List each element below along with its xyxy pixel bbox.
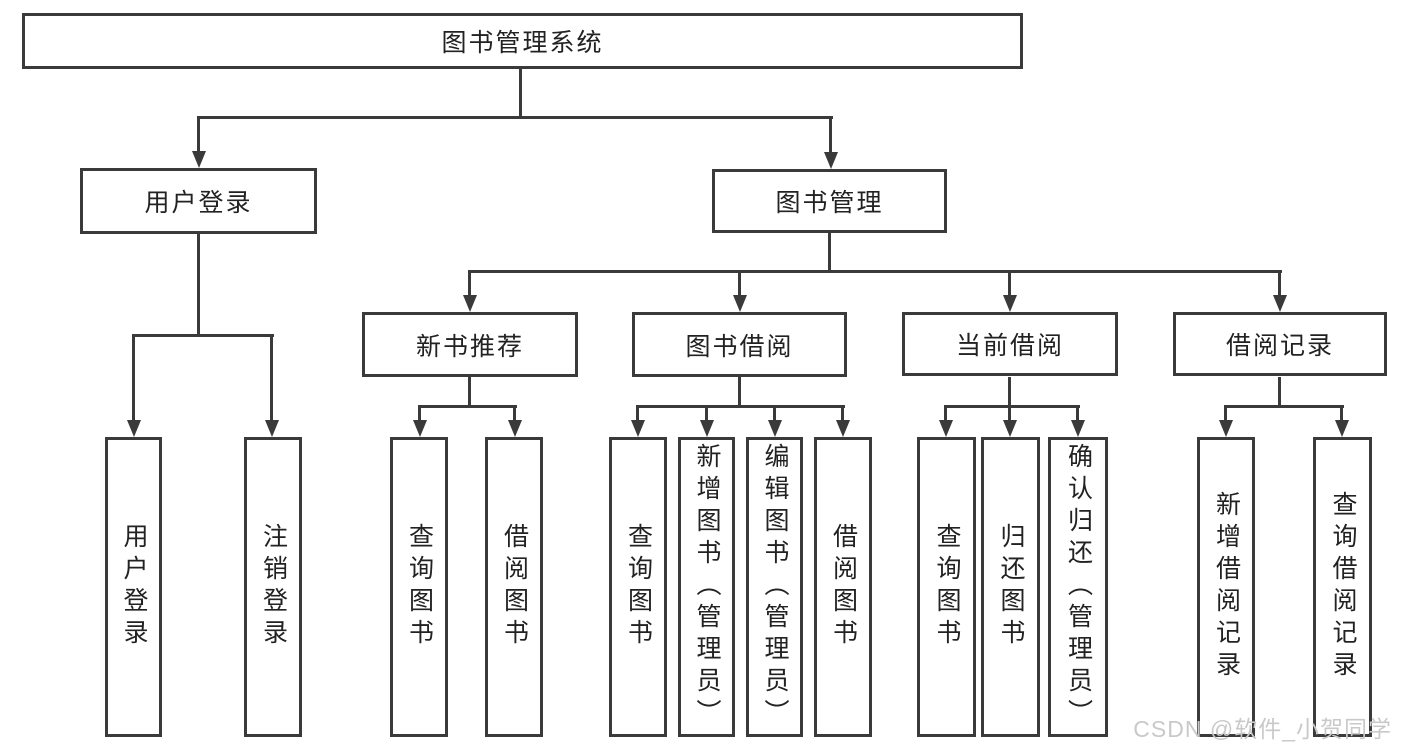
- node-label: 当前借阅: [955, 332, 1064, 360]
- connector-line: [1278, 377, 1281, 407]
- node-library-system: 图书管理系统: [22, 13, 1023, 69]
- connector-line: [468, 377, 471, 407]
- connector-line: [829, 118, 832, 157]
- connector-line: [513, 407, 516, 425]
- connector-line: [738, 377, 741, 407]
- node-book-borrowing: 图书借阅: [632, 312, 847, 377]
- connector-line: [418, 405, 517, 408]
- node-current-borrowing: 当前借阅: [902, 312, 1118, 376]
- arrow-down-icon: [1273, 295, 1287, 312]
- arrow-down-icon: [1003, 420, 1017, 437]
- node-bb-query-books: 查询图书: [609, 437, 667, 737]
- arrow-down-icon: [768, 420, 782, 437]
- node-label: 编辑图书（管理员）: [761, 443, 789, 731]
- node-label: 注销登录: [259, 523, 288, 651]
- connector-line: [1224, 407, 1227, 425]
- connector-line: [636, 407, 639, 425]
- node-label: 用户登录: [144, 189, 253, 217]
- arrow-down-icon: [939, 420, 953, 437]
- arrow-down-icon: [1003, 295, 1017, 312]
- arrow-down-icon: [413, 420, 427, 437]
- node-cb-query-books: 查询图书: [917, 437, 976, 737]
- node-label: 归还图书: [997, 523, 1025, 651]
- node-user-login-leaf: 用户登录: [105, 437, 162, 737]
- connector-line: [1278, 272, 1281, 300]
- node-logout-leaf: 注销登录: [244, 437, 302, 737]
- node-label: 确认归还（管理员）: [1064, 443, 1093, 731]
- node-label: 借阅图书: [500, 523, 529, 651]
- connector-line: [418, 407, 421, 425]
- connector-line: [1224, 405, 1344, 408]
- connector-line: [738, 272, 741, 300]
- node-nbr-borrow-books: 借阅图书: [485, 437, 543, 737]
- connector-line: [468, 272, 471, 300]
- connector-line: [468, 270, 1282, 273]
- connector-line: [1008, 407, 1011, 425]
- node-bb-add-books-admin: 新增图书（管理员）: [678, 437, 735, 737]
- node-br-query-record: 查询借阅记录: [1313, 437, 1372, 737]
- connector-line: [636, 405, 845, 408]
- watermark: CSDN @软件_小贺同学: [1133, 716, 1392, 742]
- connector-line: [270, 336, 273, 425]
- arrow-down-icon: [463, 295, 477, 312]
- connector-line: [519, 69, 522, 118]
- connector-line: [1008, 377, 1011, 407]
- node-nbr-query-books: 查询图书: [390, 437, 448, 737]
- arrow-down-icon: [836, 420, 850, 437]
- connector-line: [841, 407, 844, 425]
- node-label: 图书管理: [775, 189, 884, 217]
- node-label: 新书推荐: [415, 332, 524, 361]
- connector-line: [1076, 407, 1079, 425]
- arrow-down-icon: [733, 295, 747, 312]
- connector-line: [705, 407, 708, 425]
- arrow-down-icon: [631, 420, 645, 437]
- arrow-down-icon: [508, 420, 522, 437]
- connector-line: [1008, 272, 1011, 300]
- node-label: 查询图书: [624, 523, 653, 651]
- node-label: 图书管理系统: [441, 29, 604, 57]
- connector-line: [828, 233, 831, 272]
- connector-line: [197, 118, 200, 156]
- arrow-down-icon: [1071, 420, 1085, 437]
- node-label: 查询图书: [405, 523, 434, 651]
- connector-line: [944, 405, 1080, 408]
- connector-line: [1340, 407, 1343, 425]
- arrow-down-icon: [265, 420, 279, 437]
- node-label: 新增借阅记录: [1212, 491, 1241, 683]
- node-label: 查询借阅记录: [1329, 491, 1357, 683]
- node-label: 新增图书（管理员）: [693, 443, 721, 731]
- node-label: 查询图书: [933, 523, 961, 651]
- arrow-down-icon: [1219, 420, 1233, 437]
- arrow-down-icon: [192, 151, 206, 168]
- node-br-add-record: 新增借阅记录: [1197, 437, 1255, 737]
- node-new-book-recommend: 新书推荐: [362, 312, 578, 377]
- node-label: 借阅记录: [1225, 332, 1334, 360]
- node-cb-return-books: 归还图书: [981, 437, 1040, 737]
- node-book-management: 图书管理: [712, 169, 947, 233]
- arrow-down-icon: [127, 420, 141, 437]
- arrow-down-icon: [700, 420, 714, 437]
- arrow-down-icon: [824, 152, 838, 169]
- connector-line: [132, 336, 135, 425]
- node-label: 图书借阅: [685, 332, 794, 361]
- node-user-login: 用户登录: [80, 168, 317, 234]
- node-borrowing-records: 借阅记录: [1173, 312, 1387, 376]
- node-cb-confirm-return-admin: 确认归还（管理员）: [1048, 437, 1108, 737]
- connector-line: [197, 116, 833, 119]
- node-label: 借阅图书: [829, 523, 858, 651]
- arrow-down-icon: [1335, 420, 1349, 437]
- node-label: 用户登录: [120, 523, 148, 651]
- node-bb-edit-books-admin: 编辑图书（管理员）: [746, 437, 803, 737]
- node-bb-borrow-books: 借阅图书: [814, 437, 872, 737]
- connector-line: [944, 407, 947, 425]
- connector-line: [132, 334, 274, 337]
- connector-line: [773, 407, 776, 425]
- connector-line: [197, 234, 200, 336]
